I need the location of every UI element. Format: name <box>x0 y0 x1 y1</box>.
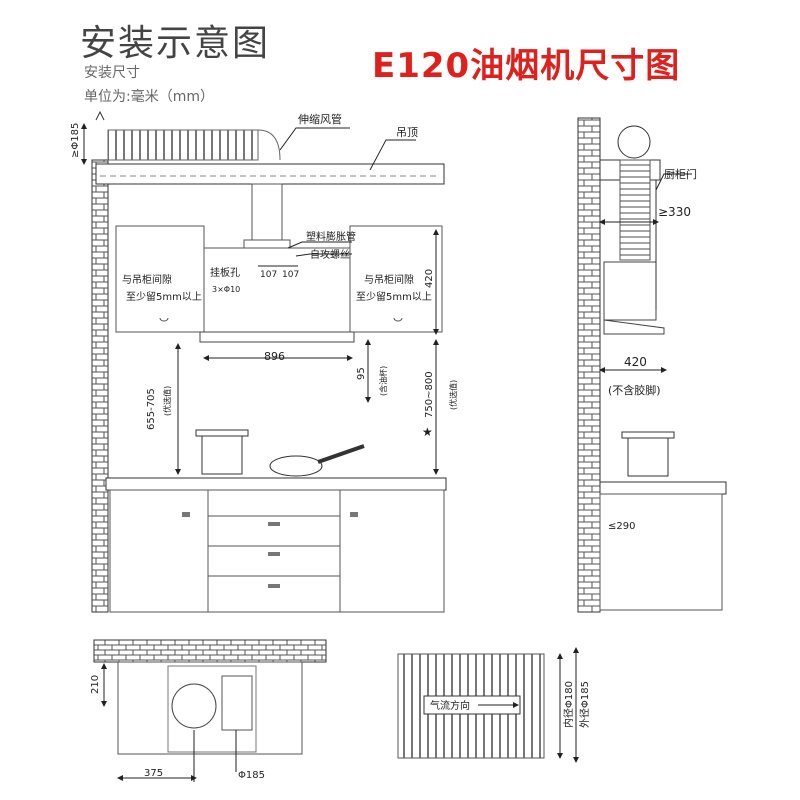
airflow-label: 气流方向 <box>430 699 470 712</box>
dim-896: 896 <box>264 350 285 363</box>
unit-label: 单位为:毫米（mm） <box>84 89 214 105</box>
dim-750-note: (优选值) <box>448 380 458 410</box>
dim-107a: 107 <box>260 270 277 280</box>
star-icon: ★ <box>422 425 433 439</box>
side-dim-420: 420 <box>624 355 647 369</box>
top-dim-phi185: Φ185 <box>238 770 265 781</box>
gap-left-line2: 至少留5mm以上 <box>126 290 202 303</box>
hood-body <box>203 247 351 333</box>
gap-left-line1: 与吊柜间隙 <box>122 273 172 286</box>
flex-duct-vertical <box>251 183 283 241</box>
gap-right-line2: 至少留5mm以上 <box>356 290 432 303</box>
countertop <box>105 477 447 491</box>
dim-185: ≥Φ185 <box>70 123 81 158</box>
lower-cabinet <box>109 489 445 613</box>
side-cabinet <box>599 493 723 611</box>
wall-left <box>91 159 109 613</box>
hang-hole-spec: 3×Φ10 <box>212 285 240 294</box>
page-title: 安装示意图 <box>80 23 271 64</box>
flex-duct-top <box>107 129 259 161</box>
ceiling-label: 吊顶 <box>396 126 418 139</box>
side-dim-330: ≥330 <box>658 205 691 219</box>
plastic-tube-label: 塑料膨胀管 <box>306 230 356 243</box>
cabinet-door-label: 厨柜门 <box>664 167 697 181</box>
hood-bottom <box>199 331 355 343</box>
side-hood <box>603 261 657 321</box>
dim-655-705: 655-705 <box>146 388 157 430</box>
stock-pot <box>201 431 243 475</box>
dim-750-800: 750~800 <box>424 371 435 418</box>
top-dim-375: 375 <box>144 768 163 779</box>
side-pot <box>627 435 669 477</box>
screw-label: 自攻螺丝 <box>310 248 350 261</box>
upper-cabinet-left <box>115 225 205 333</box>
gap-right-line1: 与吊柜间隙 <box>364 273 414 286</box>
duct-label: 伸缩风管 <box>298 112 342 126</box>
side-dim-290: ≤290 <box>608 521 635 532</box>
dim-655-note: (优选值) <box>162 386 172 416</box>
airflow-box <box>423 695 521 715</box>
top-dim-210: 210 <box>90 675 101 694</box>
side-counter <box>599 481 727 495</box>
inner-dia: 内径Φ180 <box>562 681 575 728</box>
dim-95: 95 <box>356 367 367 380</box>
wall-right <box>577 117 601 613</box>
side-duct <box>619 159 651 261</box>
subtitle: 安装尺寸 <box>84 65 140 81</box>
top-view-wall <box>93 639 327 663</box>
dim-420: 420 <box>424 269 435 288</box>
dim-107b: 107 <box>282 270 299 280</box>
model-title: E120油烟机尺寸图 <box>372 46 681 86</box>
upper-cabinet-right <box>349 225 443 333</box>
outer-dia: 外径Φ185 <box>578 681 591 728</box>
hang-hole-label: 挂板孔 <box>210 266 240 279</box>
dim-95-note: (含油杯) <box>378 366 388 396</box>
no-glue-note: (不含胶脚) <box>608 383 661 397</box>
frying-pan <box>269 455 323 477</box>
ceiling-slab <box>95 163 445 185</box>
